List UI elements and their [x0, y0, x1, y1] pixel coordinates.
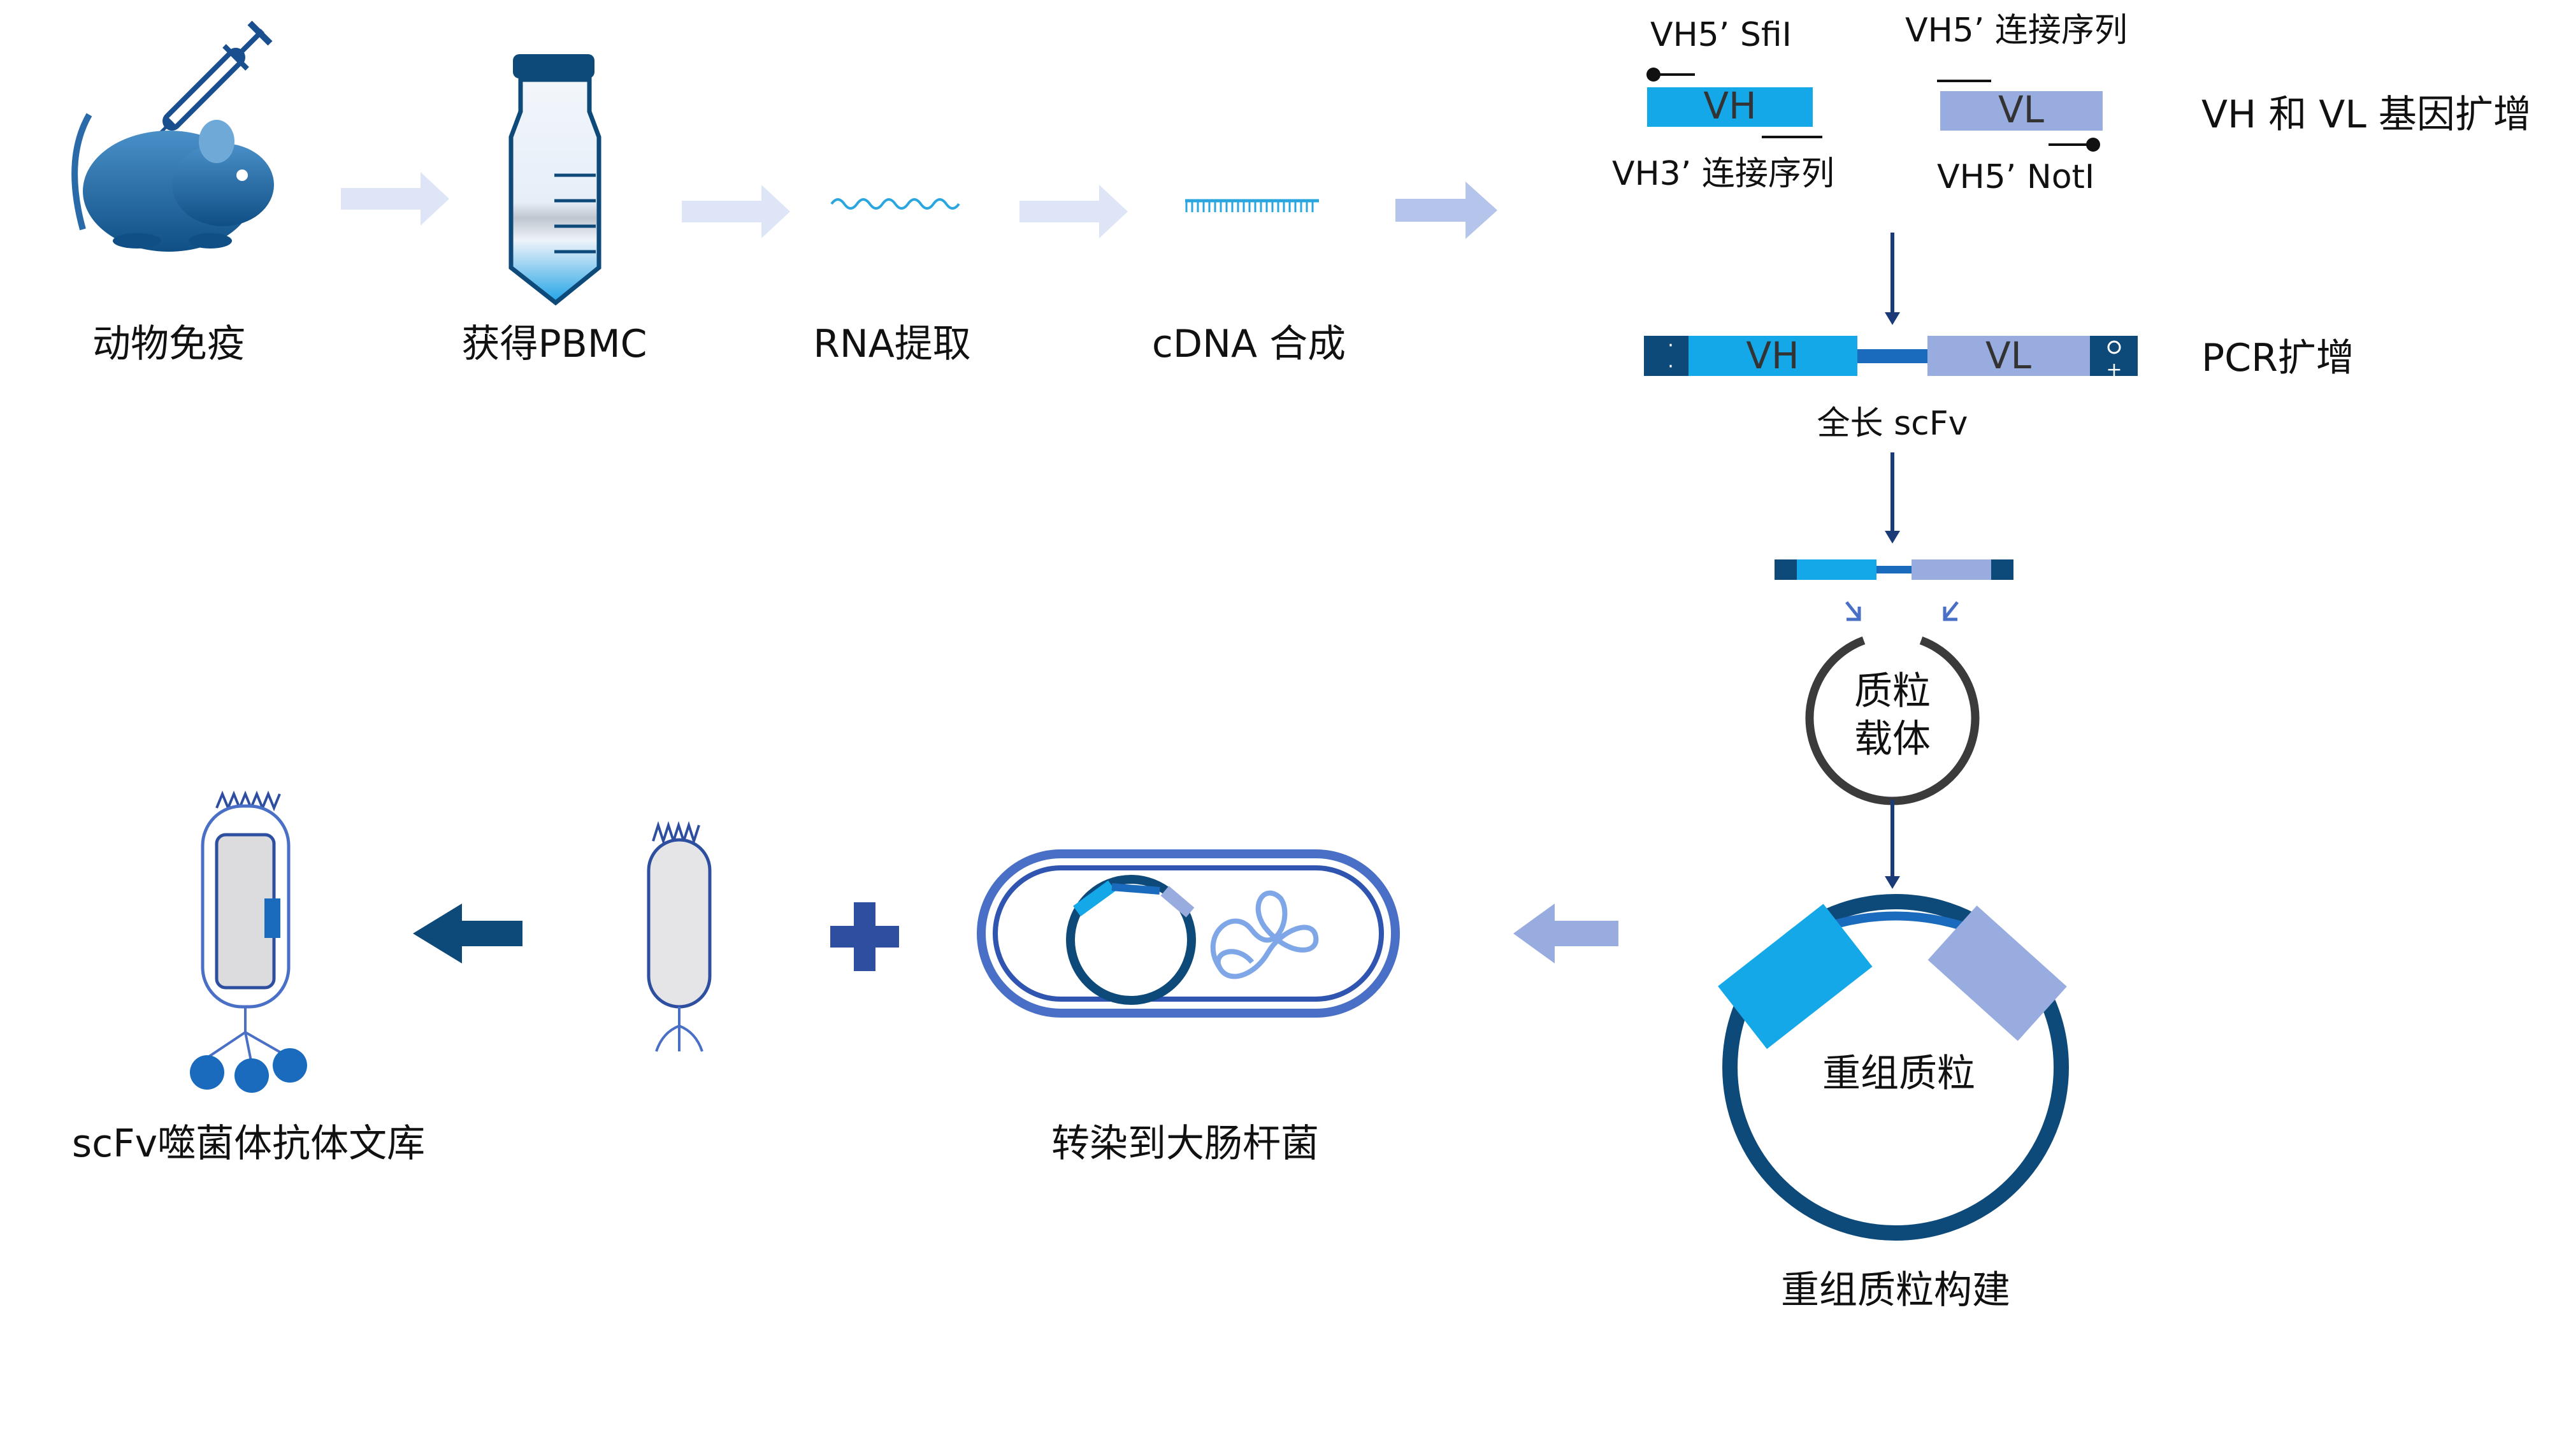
- label-recombinant: 重组质粒: [1822, 1051, 1975, 1096]
- scfv-insert: [1775, 559, 2013, 580]
- segment-vh-pcr-label: VH: [1746, 334, 1799, 377]
- tube-icon: [508, 54, 601, 306]
- flow-arrow-4: [1395, 182, 1497, 239]
- label-vector-line1: 质粒: [1854, 669, 1931, 714]
- label-scfv: 全长 scFv: [1817, 405, 1968, 443]
- svg-text:·: ·: [1667, 356, 1674, 378]
- primer-vh5-sfi: VH5’ SfiI: [1650, 16, 1792, 54]
- label-library: scFv噬菌体抗体文库: [72, 1121, 425, 1166]
- label-pbmc: 获得PBMC: [461, 322, 647, 366]
- primer-vh5-not: VH5’ NotI: [1937, 158, 2094, 196]
- segment-vh-top-label: VH: [1703, 84, 1756, 127]
- insert-arrow-left: [1845, 601, 1861, 621]
- rna-strand-icon: [830, 198, 960, 210]
- svg-text:·: ·: [1667, 335, 1674, 357]
- label-construct: 重组质粒构建: [1781, 1268, 2010, 1313]
- flow-arrow-2: [682, 185, 790, 238]
- svg-text:+: +: [2106, 359, 2122, 381]
- down-arrow-2: [1885, 452, 1900, 544]
- flow-arrow-6: [413, 904, 522, 963]
- primer-arrow-vh-forward: [1646, 68, 1695, 82]
- down-arrow-1: [1885, 233, 1900, 325]
- label-transform: 转染到大肠杆菌: [1051, 1121, 1319, 1166]
- primer-vh5-linker: VH5’ 连接序列: [1905, 11, 2128, 50]
- label-vector-line2: 载体: [1854, 717, 1931, 761]
- flow-arrow-1: [341, 172, 449, 226]
- syringe-icon: [155, 20, 273, 138]
- segment-vl-pcr-label: VL: [1985, 334, 2031, 377]
- insert-arrow-right: [1943, 601, 1959, 621]
- plus-icon: [830, 902, 899, 971]
- label-immunize: 动物免疫: [92, 322, 245, 366]
- pcr-product: · · +: [1644, 335, 2138, 381]
- primer-vh3-linker: VH3’ 连接序列: [1612, 155, 1834, 193]
- label-cdna: cDNA 合成: [1152, 322, 1346, 366]
- ecoli-cell: [977, 849, 1400, 1018]
- mouse-icon: [71, 113, 274, 252]
- down-arrow-3: [1885, 800, 1900, 889]
- label-amplify: VH 和 VL 基因扩增: [2201, 92, 2531, 137]
- cdna-strand-icon: [1185, 199, 1319, 212]
- flow-arrow-3: [1019, 185, 1128, 238]
- label-pcr: PCR扩增: [2201, 336, 2354, 380]
- segment-vl-top: [1940, 91, 2103, 131]
- primer-arrow-vl-reverse: [2049, 138, 2100, 152]
- segment-vl-top-label: VL: [1998, 88, 2044, 131]
- phage-display-icon: [190, 790, 307, 1093]
- phage-icon: [647, 821, 712, 1052]
- segment-vh-top: [1647, 87, 1813, 127]
- label-rna: RNA提取: [813, 322, 971, 366]
- recombinant-plasmid: [1718, 894, 2069, 1241]
- flow-arrow-5: [1513, 904, 1618, 963]
